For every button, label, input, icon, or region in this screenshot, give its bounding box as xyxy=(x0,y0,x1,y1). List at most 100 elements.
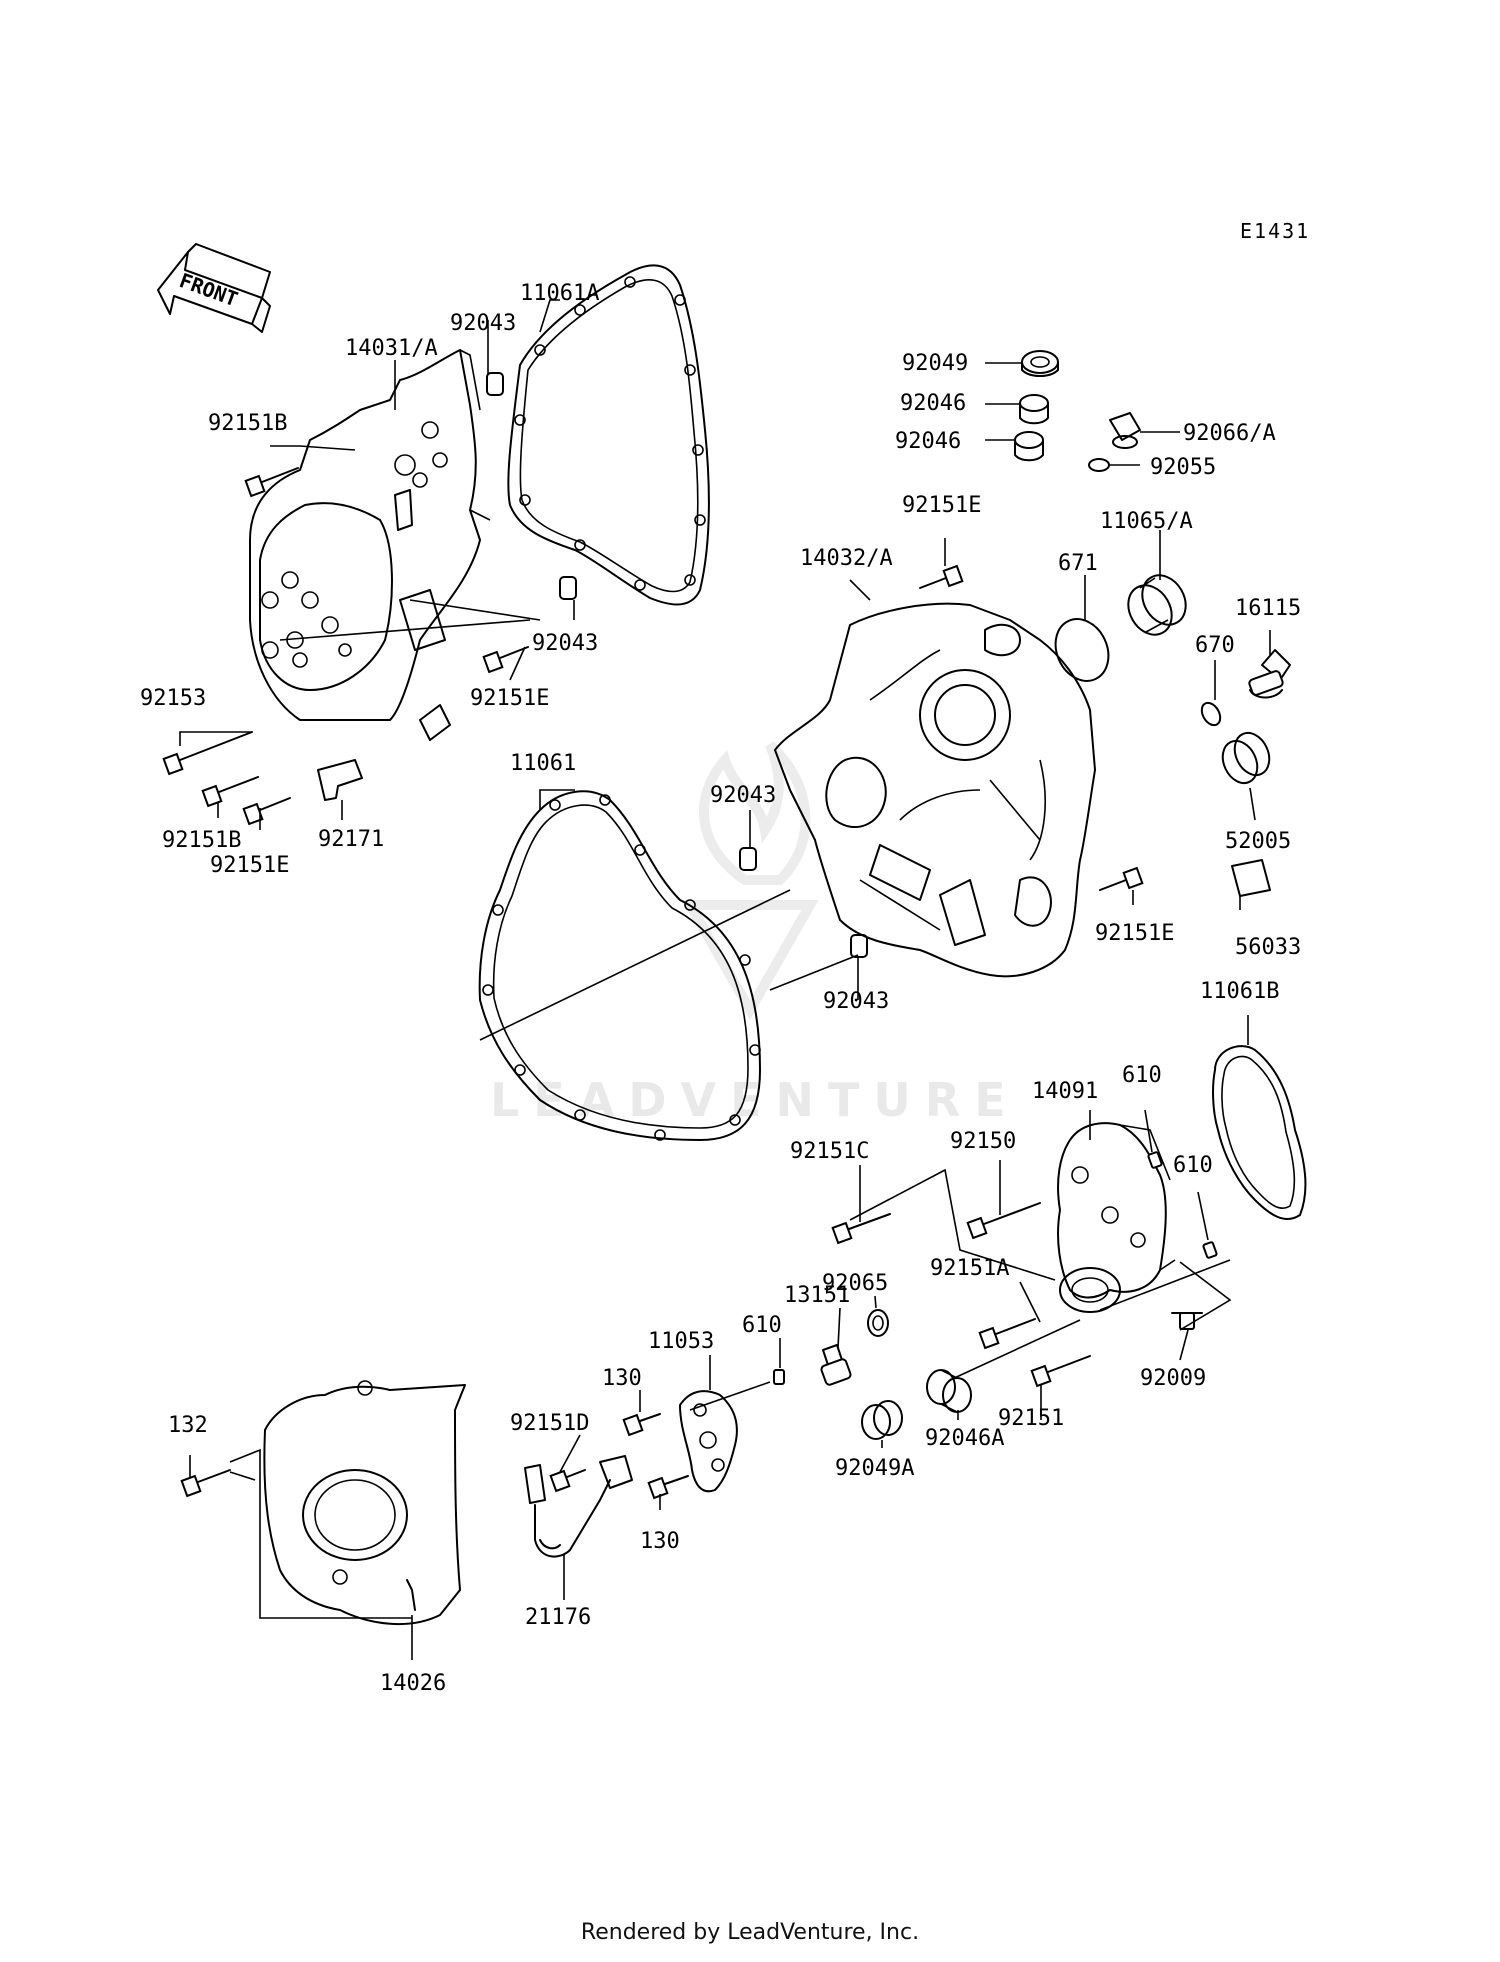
part-labels: E1431 11061A 92043 14031/A 92151B 92043 … xyxy=(140,219,1310,1696)
cap-11065A xyxy=(1127,574,1187,636)
dowel-92043-b xyxy=(559,576,577,600)
label-92150: 92150 xyxy=(950,1129,1016,1154)
label-14031A: 14031/A xyxy=(345,336,438,361)
label-11061: 11061 xyxy=(510,751,576,776)
pin-610-b xyxy=(1202,1241,1218,1259)
bearing-92046A xyxy=(926,1369,972,1413)
bolt-92150 xyxy=(966,1202,1041,1240)
label-56033 xyxy=(1231,859,1271,897)
sensor-13151 xyxy=(820,1344,852,1386)
label-14026: 14026 xyxy=(380,1671,446,1696)
label-11053: 11053 xyxy=(648,1329,714,1354)
bolt-92151 xyxy=(1030,1355,1091,1388)
label-92151E-b: 92151E xyxy=(210,853,289,878)
oil-filler-16115 xyxy=(1248,649,1291,699)
label-92046-a: 92046 xyxy=(900,391,966,416)
seal-52005 xyxy=(1221,731,1271,785)
cover-14032A xyxy=(774,602,1096,978)
front-label: FRONT xyxy=(176,268,241,311)
leader-lines xyxy=(179,299,1271,1660)
label-92151E-c: 92151E xyxy=(902,493,981,518)
label-11061A: 11061A xyxy=(520,281,599,306)
bolt-130-b xyxy=(647,1475,689,1500)
label-92151C: 92151C xyxy=(790,1139,869,1164)
label-92153: 92153 xyxy=(140,686,206,711)
bolt-130-a xyxy=(622,1413,661,1437)
label-92151: 92151 xyxy=(998,1406,1064,1431)
seal-92049A xyxy=(861,1400,903,1440)
bearing-92046-b xyxy=(1014,431,1044,462)
sensor-lead-21176 xyxy=(524,1455,633,1558)
label-132: 132 xyxy=(168,1413,208,1438)
bolt-92153 xyxy=(162,731,253,776)
label-92151E-d: 92151E xyxy=(1095,921,1174,946)
label-92049: 92049 xyxy=(902,351,968,376)
oring-670 xyxy=(1200,701,1222,727)
bolt-92151A xyxy=(978,1318,1036,1350)
label-92009: 92009 xyxy=(1140,1366,1206,1391)
bolt-92151B-b xyxy=(201,776,259,808)
label-92049A: 92049A xyxy=(835,1456,914,1481)
label-14091: 14091 xyxy=(1032,1079,1098,1104)
bolt-92151B-a xyxy=(244,467,299,498)
label-92043-d: 92043 xyxy=(823,989,889,1014)
dowel-92043-c xyxy=(739,847,757,871)
label-11061B: 11061B xyxy=(1200,979,1279,1004)
label-21176: 21176 xyxy=(525,1605,591,1630)
label-92065: 92065 xyxy=(822,1271,888,1296)
label-14032A: 14032/A xyxy=(800,546,893,571)
label-92066A: 92066/A xyxy=(1183,421,1276,446)
label-130-b: 130 xyxy=(640,1529,680,1554)
label-130-a: 130 xyxy=(602,1366,642,1391)
bracket-11053 xyxy=(679,1390,738,1493)
front-arrow-icon: FRONT xyxy=(157,243,271,333)
label-13151: 13151 xyxy=(784,1283,850,1308)
label-610-c: 610 xyxy=(742,1313,782,1338)
gasket-11061A xyxy=(507,264,710,606)
label-92151B-b: 92151B xyxy=(162,828,241,853)
label-92151E-a: 92151E xyxy=(470,686,549,711)
bolt-92151C xyxy=(831,1213,891,1245)
gasket-11061A-holes xyxy=(514,276,706,591)
diagram-code: E1431 xyxy=(1240,219,1310,243)
cover-14091 xyxy=(1057,1122,1176,1313)
label-670: 670 xyxy=(1195,633,1235,658)
label-92055: 92055 xyxy=(1150,455,1216,480)
bolt-92151E-c xyxy=(919,564,964,589)
seal-92049 xyxy=(1021,350,1059,377)
bolt-92151E-a xyxy=(482,646,529,674)
label-610-a: 610 xyxy=(1122,1063,1162,1088)
pin-610-a xyxy=(1147,1151,1163,1169)
gasket-11061B-inner xyxy=(1221,1055,1296,1209)
dowel-92043-a xyxy=(486,372,504,396)
label-92043-c: 92043 xyxy=(710,783,776,808)
bearing-92046-a xyxy=(1019,394,1049,425)
label-671: 671 xyxy=(1058,551,1098,576)
label-16115: 16115 xyxy=(1235,596,1301,621)
cover-14031A xyxy=(249,349,491,741)
pin-610-c xyxy=(773,1369,785,1385)
label-92046-b: 92046 xyxy=(895,429,961,454)
cover-14026 xyxy=(263,1380,466,1625)
gasket-11061A-inner xyxy=(519,279,699,593)
label-92151D: 92151D xyxy=(510,1411,589,1436)
label-610-b: 610 xyxy=(1173,1153,1213,1178)
label-52005: 52005 xyxy=(1225,829,1291,854)
bolt-92151E-b xyxy=(242,797,291,826)
label-92043-a: 92043 xyxy=(450,311,516,336)
gasket-11061-holes xyxy=(482,794,761,1141)
dowel-92043-d xyxy=(850,934,868,958)
clamp-92171 xyxy=(317,759,363,801)
plug-92066A xyxy=(1109,412,1141,449)
label-92171: 92171 xyxy=(318,827,384,852)
footer-credit: Rendered by LeadVenture, Inc. xyxy=(580,1920,920,1945)
label-92043-b: 92043 xyxy=(532,631,598,656)
label-11065A: 11065/A xyxy=(1100,509,1193,534)
watermark-text: LEADVENTURE xyxy=(490,1073,1020,1127)
gasket-11061 xyxy=(478,790,761,1141)
label-92151B-a: 92151B xyxy=(208,411,287,436)
washer-92065 xyxy=(867,1309,889,1337)
gasket-11061-inner xyxy=(492,804,749,1129)
bolt-92151E-d xyxy=(1099,866,1144,891)
